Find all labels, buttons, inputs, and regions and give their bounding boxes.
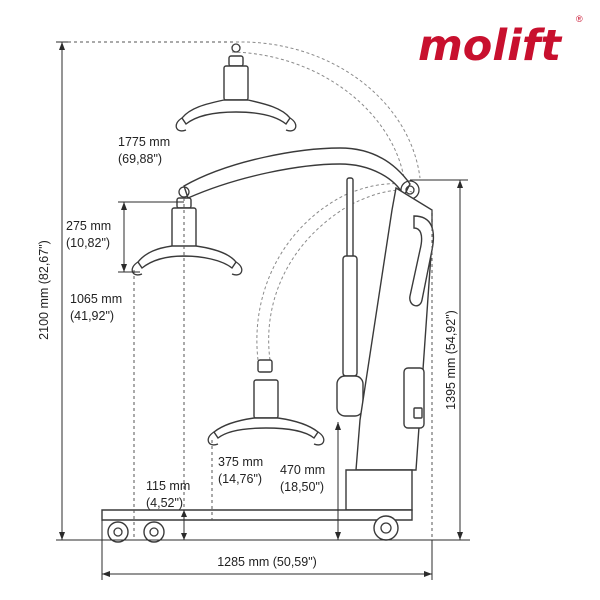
- spreader-bar-low: [207, 359, 325, 446]
- boom-arm: [178, 147, 420, 200]
- spreader-height-mm: 275 mm: [66, 219, 111, 233]
- dim-leg-clearance: 470 mm (18,50"): [280, 422, 341, 540]
- dim-reach-high: 1775 mm (69,88"): [118, 135, 170, 166]
- ground-clearance-inch: (4,52"): [146, 496, 183, 510]
- leg-clearance-inch: (18,50"): [280, 480, 324, 494]
- dim-ground-clearance: 115 mm (4,52"): [146, 479, 190, 540]
- dim-reach-mid: 1065 mm (41,92"): [70, 292, 122, 323]
- registered-mark: ®: [576, 14, 583, 24]
- leg-clearance-mm: 470 mm: [280, 463, 325, 477]
- lift-actuator: [336, 177, 364, 417]
- dim-low-reach: 375 mm (14,76"): [218, 455, 263, 486]
- dim-base-length: 1285 mm (50,59"): [101, 520, 433, 580]
- dim-total-height: 2100 mm (82,67"): [37, 41, 68, 541]
- reference-lines: [62, 41, 433, 540]
- base-and-wheels: [101, 509, 413, 543]
- dim-mast-height: 1395 mm (54,92"): [410, 179, 468, 541]
- reach-mid-inch: (41,92"): [70, 309, 114, 323]
- spreader-bar-top: [175, 43, 297, 132]
- spreader-height-inch: (10,82"): [66, 236, 110, 250]
- mast: [345, 186, 435, 511]
- low-reach-mm: 375 mm: [218, 455, 263, 469]
- low-reach-inch: (14,76"): [218, 472, 262, 486]
- ground-clearance-mm: 115 mm: [146, 479, 190, 493]
- mast-height-label: 1395 mm (54,92"): [444, 310, 458, 410]
- total-height-label: 2100 mm (82,67"): [37, 240, 51, 340]
- spreader-bar-mid: [131, 197, 243, 276]
- molift-logo: molift ®: [418, 14, 583, 71]
- reach-high-inch: (69,88"): [118, 152, 162, 166]
- brand-name: molift: [418, 21, 563, 71]
- raised-position-ghost: [231, 41, 421, 361]
- dim-spreader-height: 275 mm (10,82"): [66, 201, 184, 273]
- base-length-label: 1285 mm (50,59"): [217, 555, 317, 569]
- reach-high-mm: 1775 mm: [118, 135, 170, 149]
- reach-mid-mm: 1065 mm: [70, 292, 122, 306]
